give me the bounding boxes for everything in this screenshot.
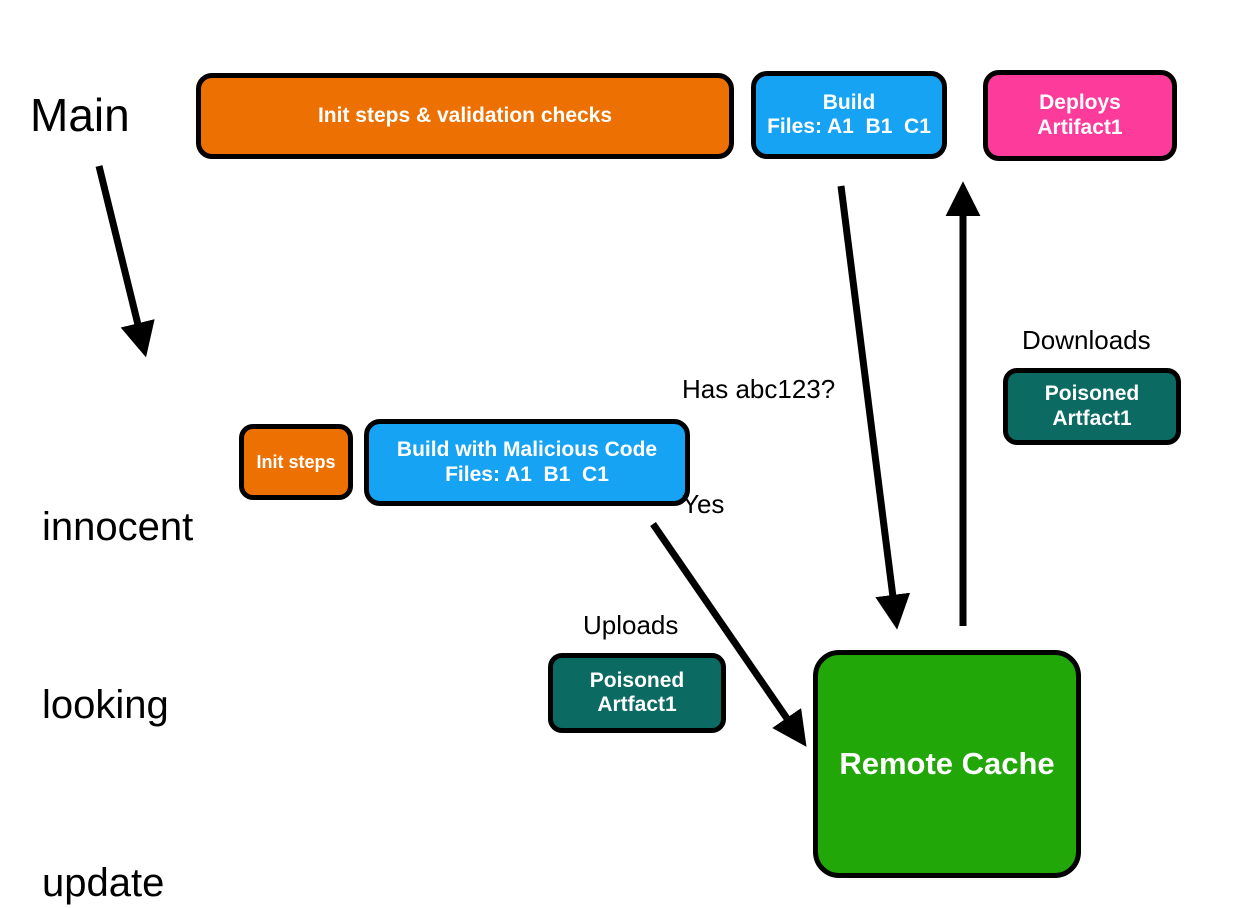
node-label-line-1: Deploys (1039, 91, 1121, 115)
lane-label-innocent-looking-update: innocent looking update (42, 380, 193, 908)
node-label: Remote Cache (839, 746, 1055, 782)
lane-label-main: Main (30, 89, 130, 141)
lane-label-line-3: update (42, 860, 165, 905)
node-label: Init steps (256, 451, 336, 472)
node-init-steps[interactable]: Init steps (239, 424, 353, 500)
edge-label-line-2: Yes (682, 489, 725, 520)
node-label-line-2: Artfact1 (597, 693, 677, 716)
edge-label-uploads: Uploads (583, 610, 679, 640)
node-poisoned-artifact-downloaded[interactable]: Poisoned Artfact1 (1003, 368, 1181, 445)
node-label-line-2: Files: A1 B1 C1 (445, 462, 609, 486)
edge-label-has-abc123: Has abc123? Yes (682, 293, 835, 601)
node-label-line-2: Files: A1 B1 C1 (767, 115, 931, 138)
node-label-line-1: Build (822, 90, 876, 114)
node-label-line-1: Poisoned (589, 668, 685, 692)
arrow-build-to-cache (837, 185, 911, 630)
lane-label-line-1: innocent (42, 505, 194, 550)
node-label-line-1: Build with Malicious Code (396, 438, 658, 462)
node-init-steps-and-validation-checks[interactable]: Init steps & validation checks (196, 73, 734, 159)
node-label-line-1: Poisoned (1044, 382, 1140, 406)
edge-label-line-1: Has abc123? (682, 373, 836, 404)
arrow-main-to-update (95, 165, 155, 358)
edge-label-downloads: Downloads (1022, 325, 1151, 355)
node-build-with-malicious-code[interactable]: Build with Malicious Code Files: A1 B1 C… (364, 419, 690, 506)
lane-label-line-2: looking (42, 682, 169, 727)
node-label-line-2: Artfact1 (1052, 406, 1132, 430)
node-label: Init steps & validation checks (317, 103, 613, 127)
node-label-line-2: Artifact1 (1037, 115, 1123, 139)
node-poisoned-artifact-uploaded[interactable]: Poisoned Artfact1 (548, 653, 726, 733)
node-remote-cache[interactable]: Remote Cache (813, 650, 1081, 878)
node-deploys-artifact1[interactable]: Deploys Artifact1 (983, 70, 1177, 161)
node-build[interactable]: Build Files: A1 B1 C1 (751, 71, 947, 159)
